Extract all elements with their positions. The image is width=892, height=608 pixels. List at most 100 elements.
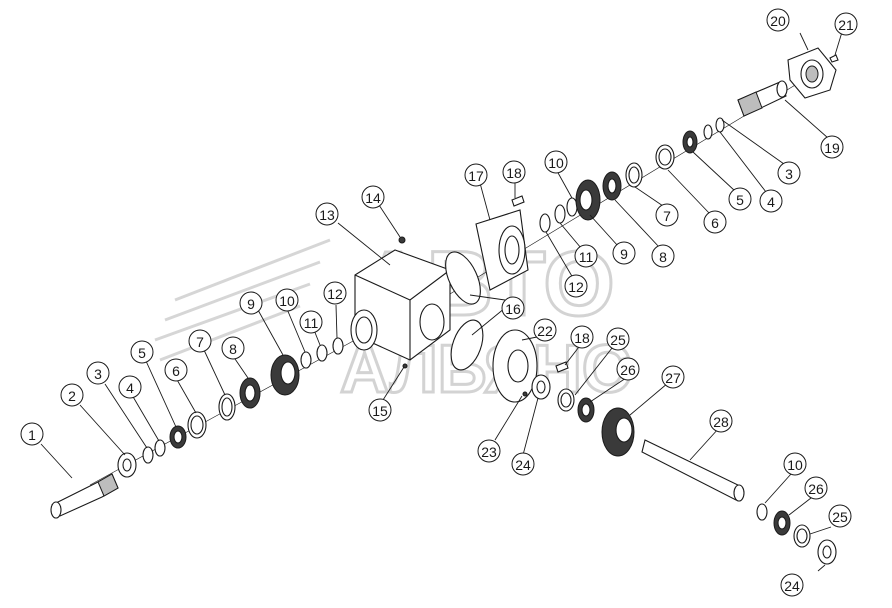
callout-circle [564,274,588,298]
callout-6: 6 [164,358,188,382]
shim-10 [300,351,312,369]
callout-number: 9 [247,296,255,312]
shim-12 [332,337,344,355]
snap-ring-4 [154,439,166,457]
spacer-ring-7-right [625,162,643,188]
callout-number: 8 [229,341,237,357]
callout-10: 10 [783,452,807,476]
shim-12-right [539,213,551,233]
shim-11 [316,344,328,362]
callout-1: 1 [20,422,44,446]
callout-circle [188,329,212,353]
callout-circle [828,504,852,528]
callout-circle [533,318,557,342]
shim-10-lower [756,503,768,521]
callout-circle [820,135,844,159]
bearing-cup-25 [557,388,575,412]
callout-number: 22 [537,323,553,339]
callout-number: 13 [319,207,335,223]
bearing-8-right [602,171,622,201]
callout-8: 8 [651,244,675,268]
callout-number: 21 [838,17,854,33]
callout-number: 16 [505,301,521,317]
callout-circle [728,187,752,211]
shaft-28 [641,439,745,502]
callout-number: 3 [785,166,793,182]
callout-18: 18 [570,325,594,349]
leader-lines [40,31,843,572]
callout-circle [703,210,727,234]
callout-11: 11 [574,244,598,268]
callout-circle [221,336,245,360]
callout-7: 7 [655,203,679,227]
callout-circle [477,439,501,463]
callout-number: 12 [568,279,584,295]
callout-number: 4 [767,194,775,210]
callout-number: 1 [28,427,36,443]
callout-12: 12 [564,274,588,298]
callout-number: 6 [711,215,719,231]
callout-25: 25 [828,504,852,528]
callout-14: 14 [361,185,385,209]
seal-24-lower [817,539,837,565]
callout-5: 5 [130,340,154,364]
callout-circle [570,325,594,349]
cover-plate-22 [492,329,538,403]
callout-circle [766,8,790,32]
bearing-5 [169,425,187,449]
bevel-gear-9-right [575,179,601,221]
callout-15: 15 [368,398,392,422]
flange-cover-20 [787,47,837,99]
callout-number: 8 [659,249,667,265]
callout-number: 23 [481,444,497,460]
callout-24: 24 [511,452,535,476]
callout-circle [20,422,44,446]
callout-number: 5 [736,192,744,208]
callout-number: 26 [808,481,824,497]
callout-10: 10 [275,288,299,312]
callout-circle [709,409,733,433]
callout-9: 9 [612,241,636,265]
callout-number: 25 [832,509,848,525]
callout-circle [299,310,323,334]
callout-9: 9 [239,291,263,315]
callout-20: 20 [766,8,790,32]
callout-number: 12 [327,286,343,302]
callout-26: 26 [804,476,828,500]
callout-10: 10 [544,150,568,174]
callout-number: 19 [824,140,840,156]
callout-4: 4 [759,189,783,213]
callout-number: 20 [770,13,786,29]
callout-number: 18 [574,330,590,346]
callout-circle [130,340,154,364]
callout-12: 12 [323,281,347,305]
callout-number: 4 [126,380,134,396]
callout-circle [501,296,525,320]
callout-21: 21 [834,12,858,36]
snap-ring-4-right [703,124,713,140]
snap-ring-3 [142,446,154,464]
bearing-cup-6 [187,411,207,439]
callout-number: 10 [787,457,803,473]
callout-circle [464,163,488,187]
callout-circle [315,202,339,226]
input-shaft [50,473,119,519]
callout-number: 26 [620,362,636,378]
callout-circle [86,361,110,385]
callout-circle [606,327,630,351]
callout-16: 16 [501,296,525,320]
callout-11: 11 [299,310,323,334]
callout-circle [164,358,188,382]
callout-circle [780,573,804,597]
callout-circle [661,365,685,389]
callout-19: 19 [820,135,844,159]
callout-circle [655,203,679,227]
callout-circle [511,452,535,476]
callout-28: 28 [709,409,733,433]
callout-number: 28 [713,414,729,430]
bearing-8 [239,377,261,409]
callout-number: 24 [784,578,800,594]
shim-11-right [554,204,566,224]
callout-circle [118,375,142,399]
